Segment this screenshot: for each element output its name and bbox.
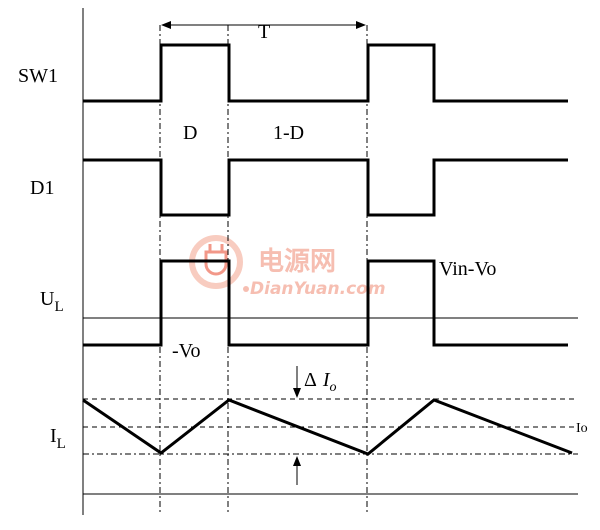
ul-label: UL <box>40 288 64 315</box>
il-waveform <box>82 398 573 456</box>
duty-on-label: D <box>183 122 197 144</box>
period-label: T <box>258 21 270 43</box>
d1-label: D1 <box>30 177 54 199</box>
duty-off-label: 1-D <box>273 122 304 144</box>
il-label: IL <box>50 425 66 452</box>
ripple-arrow-top <box>293 366 301 398</box>
watermark: 电源网 DianYuan.com <box>189 235 386 299</box>
ripple-arrow-bottom <box>293 456 301 485</box>
ul-waveform <box>83 259 568 347</box>
watermark-cn: 电源网 <box>258 247 336 277</box>
period-arrow <box>161 21 366 29</box>
il-avg-label: Io <box>576 421 588 436</box>
sw1-waveform <box>83 43 568 103</box>
ul-high-label: Vin-Vo <box>439 258 496 280</box>
sw1-label: SW1 <box>18 65 58 87</box>
watermark-bullet-icon <box>243 286 249 292</box>
watermark-plug-icon <box>204 244 228 276</box>
watermark-site: DianYuan.com <box>250 279 386 299</box>
ul-low-label: -Vo <box>172 340 201 362</box>
d1-waveform <box>83 158 568 217</box>
